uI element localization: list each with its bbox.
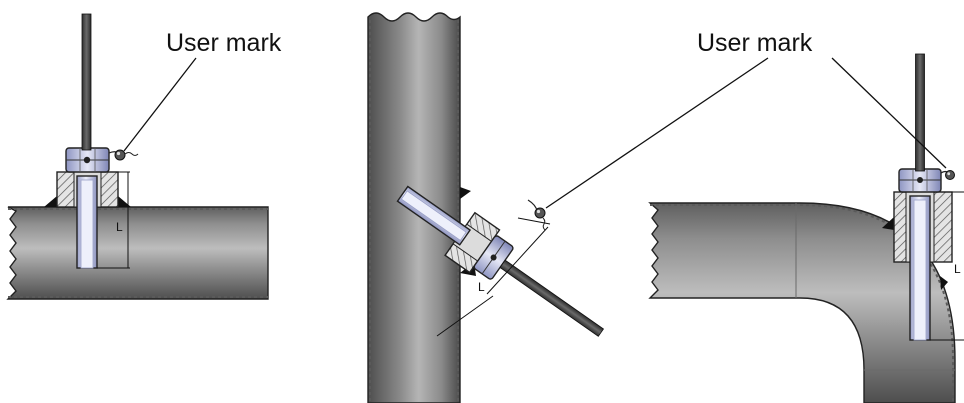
panel-vertical-pipe-angled: L <box>367 12 769 403</box>
user-mark-label-right: User mark <box>697 29 813 57</box>
weld-bead-upper <box>460 187 471 199</box>
panel-horizontal-pipe: L User mark <box>6 13 282 300</box>
elbow-cable-stem <box>915 53 925 172</box>
angled-sensor-assembly <box>444 211 605 337</box>
weld-bead-right <box>118 196 131 207</box>
length-label-right: L <box>954 262 961 276</box>
user-mark-seal-left <box>108 149 139 161</box>
leader-line-left <box>123 57 197 152</box>
elbow-weld-bead-right <box>940 276 948 290</box>
length-label-left: L <box>116 220 123 234</box>
weld-bead-left <box>44 196 57 207</box>
panel-pipe-elbow: L User mark <box>648 29 964 403</box>
leader-line-middle <box>545 57 769 209</box>
horizontal-pipe-body <box>6 206 269 300</box>
user-mark-label-left: User mark <box>166 29 282 57</box>
length-label-middle: L <box>478 280 485 294</box>
user-mark-seal-middle <box>527 199 546 231</box>
cable-stem <box>81 13 92 151</box>
user-mark-seal-right <box>940 170 955 180</box>
leader-line-right <box>831 57 947 169</box>
elbow-weld-bead-left <box>882 217 894 230</box>
